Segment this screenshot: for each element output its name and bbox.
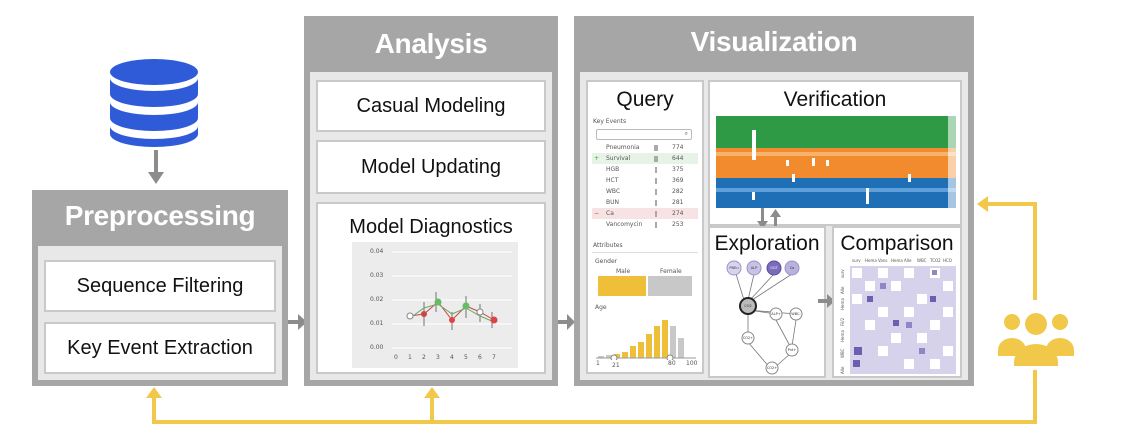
search-icon: ⌕ bbox=[684, 130, 688, 137]
node-label: Pnt+ bbox=[788, 348, 797, 352]
node-label: CO2 bbox=[744, 304, 751, 308]
svg-text:HCO: HCO bbox=[943, 258, 952, 263]
diag-xtick-6: 6 bbox=[478, 354, 482, 361]
db-to-preprocessing-arrow bbox=[148, 150, 164, 184]
svg-text:TCO2: TCO2 bbox=[929, 258, 941, 263]
diag-ytick-4: 0.00 bbox=[370, 344, 384, 351]
model-diagnostics-label: Model Diagnostics bbox=[349, 216, 513, 238]
node-label: WBC- bbox=[791, 312, 801, 316]
age-high: 80 bbox=[668, 360, 676, 367]
node-label: CO2+ bbox=[743, 336, 753, 340]
svg-text:Hema: Hema bbox=[865, 258, 877, 263]
analysis-panel: Analysis Casual Modeling Model Updating … bbox=[304, 16, 558, 386]
preprocessing-to-analysis-arrow bbox=[288, 314, 307, 330]
key-events-label: Key Events bbox=[593, 118, 627, 125]
visualization-panel: Visualization Query Key Events ⌕ Pneumon… bbox=[574, 16, 974, 386]
exploration-graph[interactable]: PNEu ALP GGT Ca CO2 ALP+ WBC- CO2+ Pnt+ … bbox=[714, 258, 824, 376]
users-icon bbox=[998, 310, 1074, 366]
diagnostics-plot: 0.04 0.03 0.02 0.01 0.00 0 1 2 3 4 5 6 7 bbox=[352, 242, 518, 368]
svg-text:WBC: WBC bbox=[840, 348, 845, 358]
event-row[interactable]: HCT 369 bbox=[606, 177, 684, 184]
gender-male-label: Male bbox=[616, 268, 631, 275]
age-histogram[interactable] bbox=[596, 312, 696, 360]
gender-female-bar[interactable] bbox=[648, 276, 692, 296]
verification-flow-chart[interactable] bbox=[716, 112, 956, 212]
svg-text:Vans: Vans bbox=[878, 258, 888, 263]
model-updating-label: Model Updating bbox=[360, 155, 502, 178]
analysis-title: Analysis bbox=[374, 28, 488, 59]
visualization-title: Visualization bbox=[690, 26, 858, 57]
diag-ytick-0: 0.04 bbox=[370, 248, 384, 255]
svg-text:Alle: Alle bbox=[904, 258, 912, 263]
diag-ytick-1: 0.03 bbox=[370, 272, 384, 279]
diag-xtick-5: 5 bbox=[464, 354, 468, 361]
exploration-panel: Exploration PNEu A bbox=[708, 226, 826, 378]
diag-xtick-4: 4 bbox=[450, 354, 454, 361]
sequence-filtering-step: Sequence Filtering bbox=[44, 260, 276, 312]
diag-ytick-3: 0.01 bbox=[370, 320, 384, 327]
age-min: 1 bbox=[596, 360, 600, 367]
event-row[interactable]: BUN 281 bbox=[606, 199, 684, 206]
gender-male-bar[interactable] bbox=[598, 276, 646, 296]
diag-xtick-0: 0 bbox=[394, 354, 398, 361]
verification-panel: Verification bbox=[708, 80, 962, 226]
key-event-extraction-step: Key Event Extraction bbox=[44, 322, 276, 374]
key-events-list: Pneumonia 774 + Survival 644 HGB 375 HCT bbox=[592, 142, 698, 232]
svg-text:Hema: Hema bbox=[840, 298, 845, 310]
verification-exploration-arrows bbox=[757, 208, 781, 230]
diag-xtick-1: 1 bbox=[408, 354, 412, 361]
age-max: 100 bbox=[686, 360, 698, 367]
node-label: PNEu bbox=[729, 266, 738, 270]
svg-text:surv: surv bbox=[840, 269, 845, 278]
node-label: ALP bbox=[751, 266, 757, 270]
query-panel: Query Key Events ⌕ Pneumonia 774 + Survi… bbox=[586, 80, 704, 374]
event-row[interactable]: Vancomycin 253 bbox=[606, 221, 684, 228]
casual-modeling-label: Casual Modeling bbox=[356, 94, 506, 117]
svg-text:Hema: Hema bbox=[891, 258, 903, 263]
casual-modeling-step: Casual Modeling bbox=[316, 80, 546, 132]
node-label: Ca bbox=[790, 266, 795, 270]
event-row[interactable]: − Ca 274 bbox=[592, 208, 698, 219]
gender-label: Gender bbox=[595, 258, 618, 265]
preprocessing-title: Preprocessing bbox=[64, 200, 256, 231]
attributes-label: Attributes bbox=[593, 242, 623, 249]
svg-text:Hema: Hema bbox=[840, 330, 845, 342]
analysis-to-visualization-arrow bbox=[558, 314, 575, 330]
diag-xtick-2: 2 bbox=[422, 354, 426, 361]
node-label: CO2+ bbox=[767, 366, 777, 370]
verification-title: Verification bbox=[783, 88, 887, 111]
diag-ytick-2: 0.02 bbox=[370, 296, 384, 303]
comparison-title: Comparison bbox=[840, 232, 954, 255]
svg-text:Alle: Alle bbox=[840, 366, 845, 374]
comparison-matrix[interactable]: surv Hema Vans Hema Alle WBC TCO2 HCO su… bbox=[838, 256, 960, 376]
exploration-to-comparison-arrow bbox=[818, 294, 835, 308]
sequence-filtering-label: Sequence Filtering bbox=[76, 274, 244, 297]
exploration-title: Exploration bbox=[714, 232, 820, 255]
svg-text:Alle: Alle bbox=[840, 286, 845, 294]
event-row[interactable]: Pneumonia 774 bbox=[606, 144, 684, 151]
diag-xtick-7: 7 bbox=[492, 354, 496, 361]
svg-text:Fil/2: Fil/2 bbox=[840, 317, 845, 326]
event-row[interactable]: + Survival 644 bbox=[592, 153, 698, 164]
age-low: 21 bbox=[612, 362, 620, 369]
event-row[interactable]: HGB 375 bbox=[606, 166, 684, 173]
key-event-extraction-label: Key Event Extraction bbox=[67, 336, 253, 359]
preprocessing-panel: Preprocessing Sequence Filtering Key Eve… bbox=[32, 190, 288, 386]
query-title: Query bbox=[616, 88, 674, 111]
event-row[interactable]: WBC 282 bbox=[606, 188, 684, 195]
node-label: GGT bbox=[770, 266, 778, 270]
diag-xtick-3: 3 bbox=[436, 354, 440, 361]
query-search-input[interactable]: ⌕ bbox=[596, 129, 692, 140]
model-updating-step: Model Updating bbox=[316, 140, 546, 194]
gender-female-label: Female bbox=[660, 268, 682, 275]
age-label: Age bbox=[595, 304, 607, 311]
database-icon bbox=[108, 58, 200, 148]
node-label: ALP+ bbox=[771, 312, 780, 316]
svg-text:surv: surv bbox=[852, 258, 861, 263]
svg-text:WBC: WBC bbox=[917, 258, 927, 263]
comparison-panel: Comparison surv Hema Vans Hema Alle WBC … bbox=[832, 226, 962, 378]
